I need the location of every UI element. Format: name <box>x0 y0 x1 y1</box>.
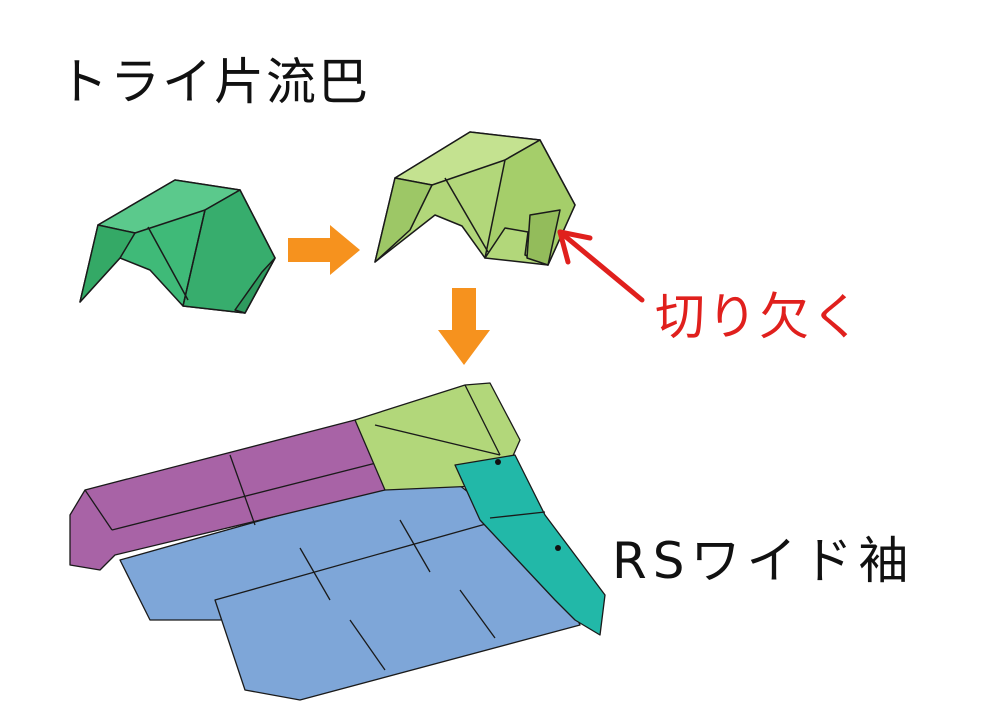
assembled-roof <box>69 382 606 701</box>
transform-arrow-right <box>288 225 360 275</box>
transform-arrow-down <box>438 288 490 365</box>
notch-callout-label: 切り欠く <box>655 288 863 346</box>
lime-notched-tile <box>374 131 576 266</box>
notch-pointer-arrow <box>557 229 645 303</box>
green-ridge-tile <box>79 179 276 314</box>
teal-wide-sleeve <box>454 454 606 636</box>
product-label: RSワイド袖 <box>612 532 915 590</box>
diagram-title: トライ片流巴 <box>58 53 370 111</box>
